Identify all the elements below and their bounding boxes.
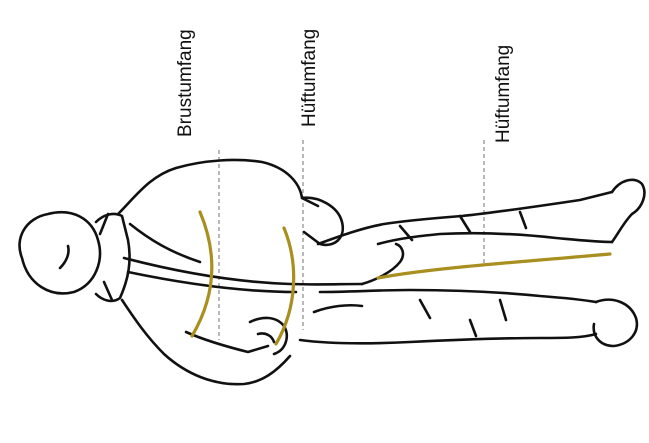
- hip-tape-1: [276, 228, 294, 344]
- person-outline: [20, 160, 645, 384]
- hip-tape-2: [378, 254, 610, 278]
- measurement-tapes: [192, 212, 610, 344]
- head-outline: [20, 212, 100, 293]
